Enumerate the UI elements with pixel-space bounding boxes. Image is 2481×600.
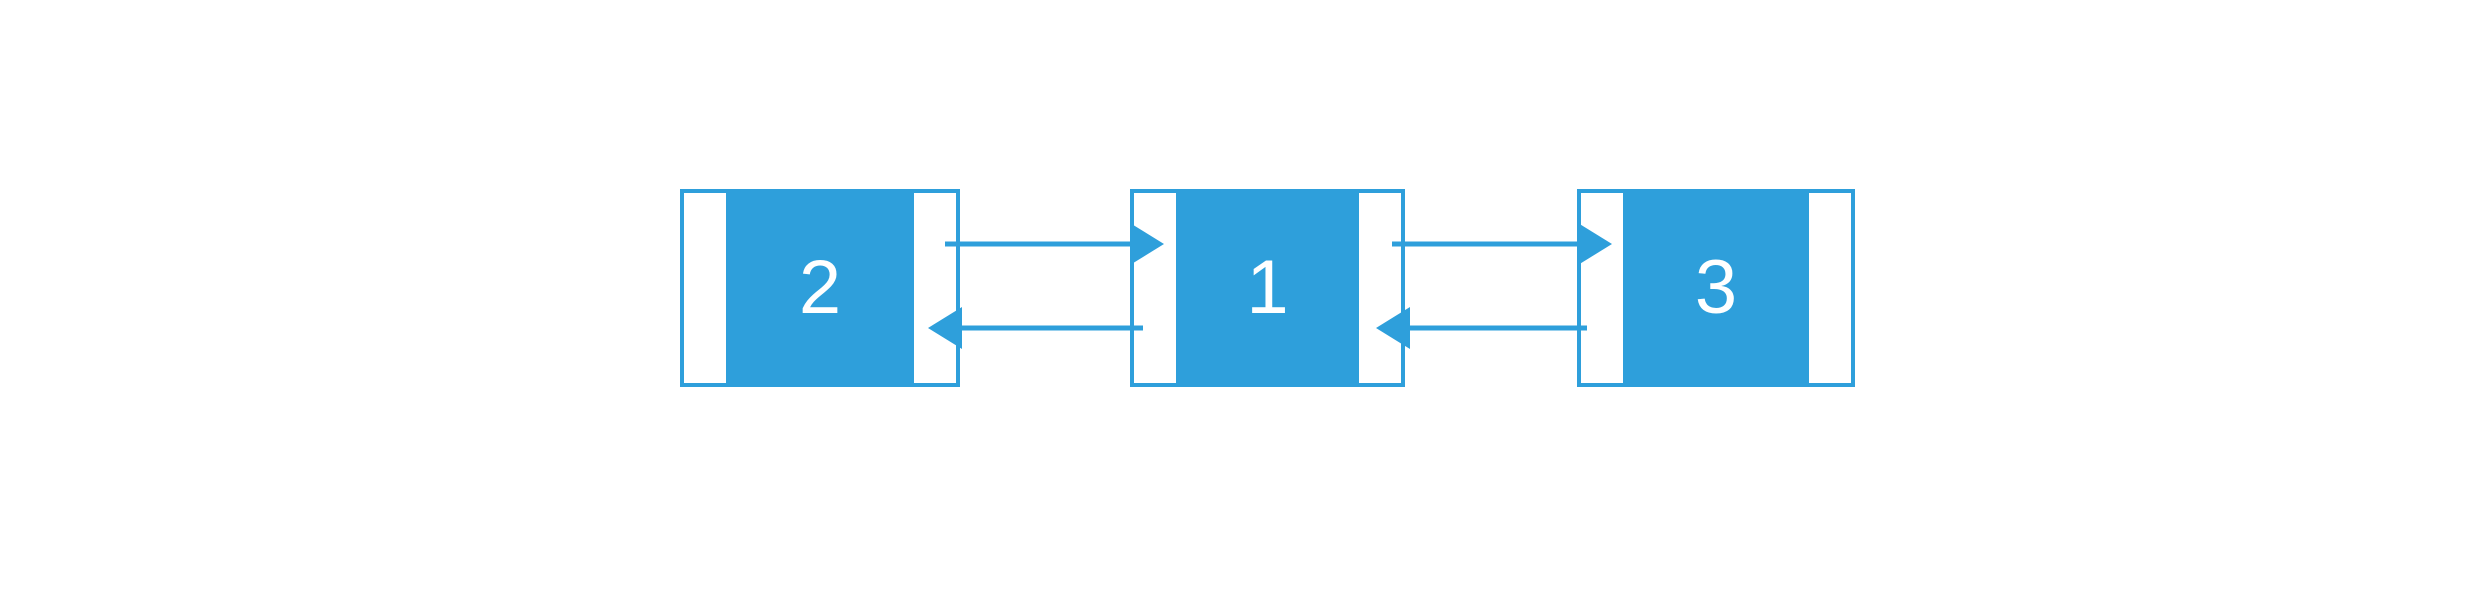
list-node-3: 3 — [1577, 189, 1855, 387]
next-pointer-cell — [1359, 193, 1401, 383]
node-value: 1 — [1246, 245, 1289, 330]
node-value: 3 — [1694, 245, 1738, 330]
list-node-2: 2 — [680, 189, 960, 387]
prev-pointer-cell — [1134, 193, 1176, 383]
node-value: 2 — [798, 245, 842, 330]
prev-pointer-cell — [684, 193, 726, 383]
list-node-1: 1 — [1130, 189, 1405, 387]
next-pointer-cell — [1809, 193, 1851, 383]
next-pointer-cell — [914, 193, 956, 383]
arrow-prev-1-to-2 — [928, 307, 1143, 349]
node-value-cell: 3 — [1623, 193, 1809, 383]
arrow-prev-3-to-1 — [1376, 307, 1587, 349]
prev-pointer-cell — [1581, 193, 1623, 383]
node-value-cell: 2 — [726, 193, 914, 383]
node-value-cell: 1 — [1176, 193, 1359, 383]
